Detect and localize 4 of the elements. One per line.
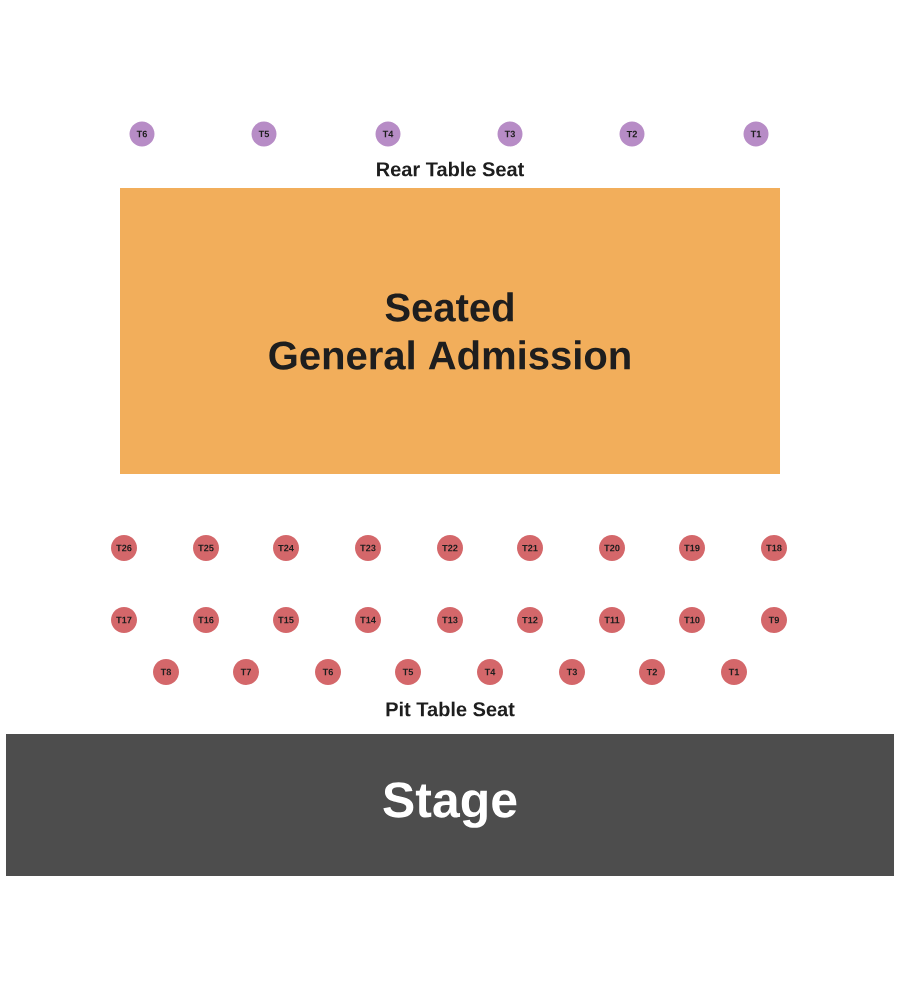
stage-block: Stage (6, 734, 894, 876)
seating-area: Seated General Admission (120, 188, 780, 474)
section-label: Rear Table Seat (377, 161, 525, 177)
section-label: Pit Table Seat (386, 701, 515, 717)
